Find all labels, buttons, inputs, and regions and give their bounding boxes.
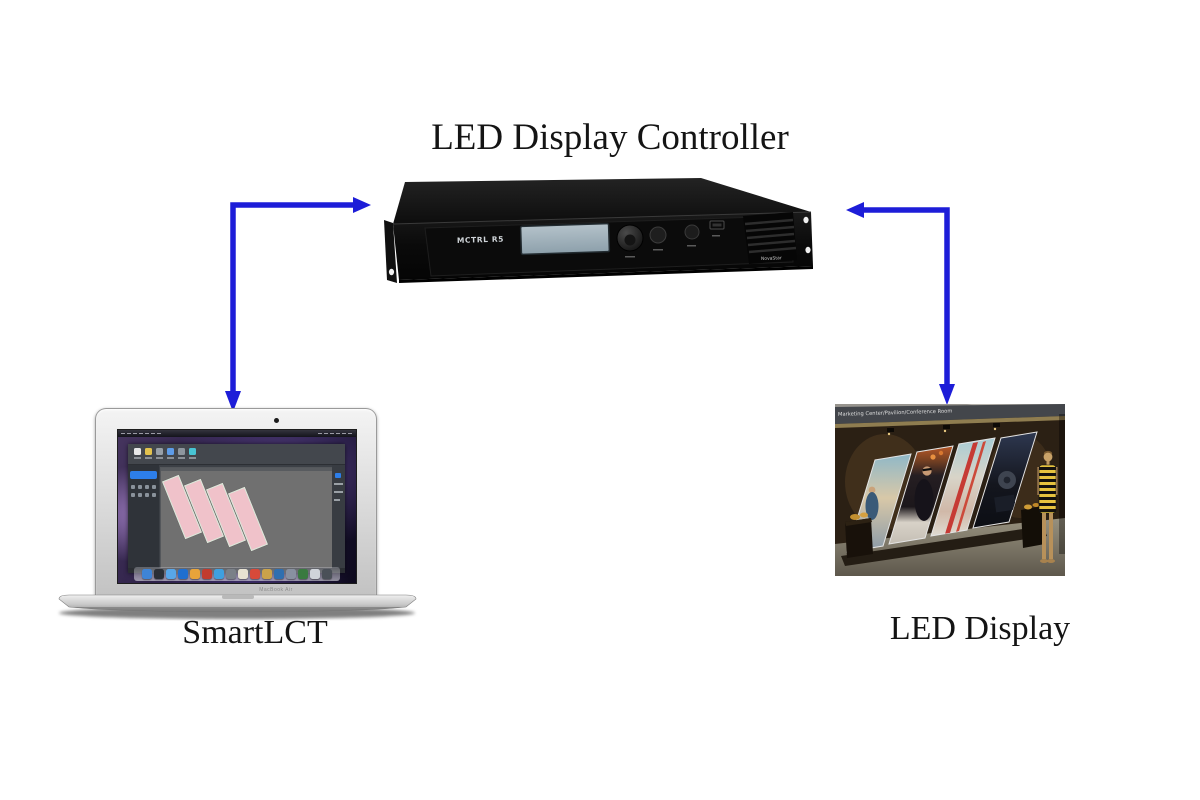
properties-panel	[332, 465, 345, 573]
diagram-title: LED Display Controller	[431, 117, 789, 158]
dock-icon	[142, 569, 152, 579]
dock-icon	[274, 569, 284, 579]
vent-grille	[743, 212, 797, 264]
toolbar-icon-label	[167, 457, 174, 459]
dock-icon	[214, 569, 224, 579]
brand-logo: NovaStar	[761, 255, 782, 262]
webcam-icon	[274, 418, 279, 423]
right-pedestal	[1021, 503, 1045, 548]
dock-icon	[286, 569, 296, 579]
banner-text: Marketing Center/Pavilion/Conference Roo…	[838, 409, 953, 418]
arrow-controller-to-led-display	[846, 202, 955, 405]
toolbar-icon-label	[145, 457, 152, 459]
sidebar-icon	[152, 493, 156, 497]
canvas-ruler	[161, 468, 332, 471]
rack-ear-left	[384, 220, 397, 283]
menubar-item	[145, 432, 149, 434]
menubar-item	[121, 432, 125, 434]
color-swatch	[335, 473, 341, 478]
menubar-item	[133, 432, 137, 434]
sidebar-icon	[138, 493, 142, 497]
toolbar-icon-label	[156, 457, 163, 459]
macbook-laptop: MacBook Air	[55, 405, 420, 623]
dock-icon	[298, 569, 308, 579]
lcd-screen	[519, 222, 611, 256]
dock-icon	[250, 569, 260, 579]
menubar-item	[151, 432, 155, 434]
controller-model-label: MCTRL R5	[457, 235, 504, 245]
toolbar-icon	[156, 448, 163, 455]
macbook-brand-label: MacBook Air	[259, 587, 293, 593]
toolbar-icon	[145, 448, 152, 455]
smartlct-label: SmartLCT	[182, 614, 328, 651]
toolbar-icon-label	[178, 457, 185, 459]
dock-icon	[322, 569, 332, 579]
dock-icon	[226, 569, 236, 579]
smartlct-toolbar	[128, 444, 345, 465]
dock-icon	[238, 569, 248, 579]
laptop-base	[58, 594, 417, 619]
dock-icon	[166, 569, 176, 579]
menubar-status-icon	[330, 432, 334, 434]
menubar-status-icon	[336, 432, 340, 434]
laptop-screen-frame: MacBook Air	[95, 408, 377, 598]
toolbar-icon-label	[189, 457, 196, 459]
sidebar-icon	[131, 493, 135, 497]
banner	[835, 404, 1065, 424]
menubar-status-icon	[318, 432, 322, 434]
menubar-item	[157, 432, 161, 434]
sidebar-icon	[152, 485, 156, 489]
led-display-photo: Marketing Center/Pavilion/Conference Roo…	[835, 404, 1065, 576]
led-display-label: LED Display	[889, 610, 1071, 647]
dock-icon	[202, 569, 212, 579]
menubar-item	[127, 432, 131, 434]
mannequin	[1037, 450, 1058, 563]
smartlct-sidebar	[128, 465, 159, 573]
property-row	[334, 499, 340, 501]
sidebar-icon	[145, 493, 149, 497]
dock-icon	[154, 569, 164, 579]
property-row	[334, 483, 343, 485]
mount-hole	[388, 268, 395, 276]
mount-hole	[803, 216, 809, 224]
dock-icon	[190, 569, 200, 579]
laptop-display	[117, 429, 357, 584]
controller-top-face	[393, 178, 811, 224]
mac-menubar	[118, 430, 356, 437]
sidebar-icon	[131, 485, 135, 489]
lid-notch	[222, 595, 254, 599]
toolbar-icon	[167, 448, 174, 455]
toolbar-icon	[189, 448, 196, 455]
dock-icon	[262, 569, 272, 579]
smartlct-canvas	[160, 467, 333, 569]
left-pedestal	[845, 512, 873, 558]
panel-plinth	[841, 526, 1047, 566]
function-button	[649, 226, 667, 244]
menubar-item	[139, 432, 143, 434]
power-button	[684, 224, 700, 240]
toolbar-icon-label	[134, 457, 141, 459]
menubar-status-icon	[348, 432, 352, 434]
track-lights	[887, 423, 1000, 436]
property-row	[334, 491, 343, 493]
sidebar-selected-item	[130, 471, 157, 479]
dock-icon	[310, 569, 320, 579]
sidebar-icon	[145, 485, 149, 489]
dock-icon	[178, 569, 188, 579]
sidebar-icon	[138, 485, 142, 489]
menubar-status-icon	[324, 432, 328, 434]
mac-dock	[134, 567, 340, 581]
toolbar-icon	[178, 448, 185, 455]
arrow-controller-to-smartlct	[225, 197, 371, 412]
smartlct-app-window	[128, 444, 345, 573]
mount-hole	[805, 246, 811, 254]
toolbar-icon	[134, 448, 141, 455]
led-controller-device: MCTRL R5 NovaStar	[384, 178, 813, 283]
menubar-status-icon	[342, 432, 346, 434]
